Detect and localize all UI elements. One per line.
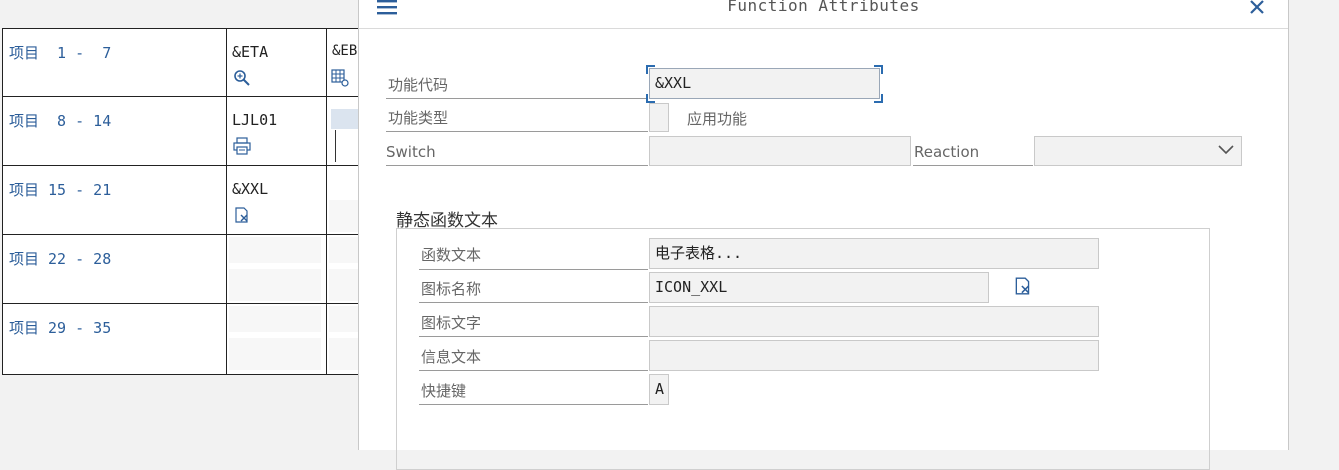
function-cell[interactable] [327,235,359,303]
function-cell[interactable] [327,304,359,374]
function-cell[interactable] [327,97,359,165]
selected-cell [331,109,359,129]
icon-text-field[interactable] [649,306,1099,337]
function-code-label: 功能代码 [388,76,449,94]
range-label: 项目 22 - 28 [9,250,112,268]
function-text-label: 函数文本 [421,246,482,264]
reaction-dropdown[interactable] [1034,136,1242,166]
chevron-down-icon[interactable] [1218,145,1234,155]
icon-name-label: 图标名称 [421,280,482,298]
item-table: 项目 1 - 7 &ETA &EB 项目 8 - 14 LJL01 [2,28,359,375]
range-cell: 项目 22 - 28 [3,235,227,303]
function-code: LJL01 [232,111,278,129]
cursor-line [335,130,336,162]
static-text-group-title: 静态函数文本 [396,211,498,231]
table-row: 项目 22 - 28 [3,235,359,304]
empty-slot [329,237,359,263]
empty-slot [229,306,321,332]
range-label: 项目 29 - 35 [9,319,112,337]
focus-corner [646,94,655,103]
label-underline [419,336,648,337]
hamburger-menu-icon[interactable] [377,0,399,15]
switch-label: Switch [386,143,436,161]
table-row: 项目 1 - 7 &ETA &EB [3,29,359,97]
function-type-desc: 应用功能 [687,110,748,128]
close-icon[interactable] [1248,0,1266,16]
label-underline [419,404,648,405]
switch-field[interactable] [649,136,911,166]
label-underline [419,302,648,303]
range-cell: 项目 15 - 21 [3,166,227,234]
label-underline [913,165,1033,166]
info-text-label: 信息文本 [421,348,482,366]
empty-slot [329,338,359,370]
reaction-label: Reaction [914,143,980,161]
shortcut-label: 快捷键 [421,382,467,400]
table-row: 项目 29 - 35 [3,304,359,374]
shortcut-field[interactable]: A [649,374,669,405]
function-type-label: 功能类型 [388,109,449,127]
function-cell[interactable] [227,304,327,374]
range-label: 项目 8 - 14 [9,112,112,130]
function-type-field[interactable] [649,103,669,132]
icon-name-field[interactable]: ICON_XXL [649,272,989,303]
range-cell: 项目 29 - 35 [3,304,227,374]
info-text-field[interactable] [649,340,1099,371]
dialog-title-bar: Function Attributes [359,0,1288,29]
empty-slot [229,269,321,301]
function-code: &XXL [232,180,269,198]
label-underline [386,165,648,166]
function-cell[interactable]: &ETA [227,29,327,96]
function-cell[interactable]: &XXL [227,166,327,234]
empty-slot [229,237,321,263]
function-cell[interactable]: &EB [327,29,359,96]
focus-corner [874,65,883,74]
spreadsheet-icon [1013,276,1033,296]
function-code-field[interactable]: &XXL [649,68,880,99]
range-label: 项目 15 - 21 [9,181,112,199]
empty-slot [329,306,359,332]
empty-slot [229,338,321,370]
focus-corner [646,65,655,74]
range-cell: 项目 1 - 7 [3,29,227,96]
label-underline [419,269,648,270]
function-cell[interactable]: LJL01 [227,97,327,165]
range-label: 项目 1 - 7 [9,44,112,62]
function-code: &EB [332,43,358,59]
table-row: 项目 8 - 14 LJL01 [3,97,359,166]
label-underline [386,98,648,99]
grid-settings-icon [331,69,349,87]
magnifier-icon [233,69,251,87]
icon-text-label: 图标文字 [421,314,482,332]
label-underline [419,370,648,371]
focus-corner [874,94,883,103]
function-code: &ETA [232,43,269,61]
empty-slot [329,200,359,232]
label-underline [386,131,648,132]
spreadsheet-icon [233,206,251,224]
dialog-title: Function Attributes [727,0,920,15]
function-cell[interactable] [327,166,359,234]
function-cell[interactable] [227,235,327,303]
table-row: 项目 15 - 21 &XXL [3,166,359,235]
empty-slot [329,269,359,301]
printer-icon [233,137,251,155]
function-attributes-dialog: Function Attributes 功能代码 &XXL 功能类型 应用功能 … [358,0,1289,470]
range-cell: 项目 8 - 14 [3,97,227,165]
function-text-field[interactable]: 电子表格... [649,238,1099,269]
